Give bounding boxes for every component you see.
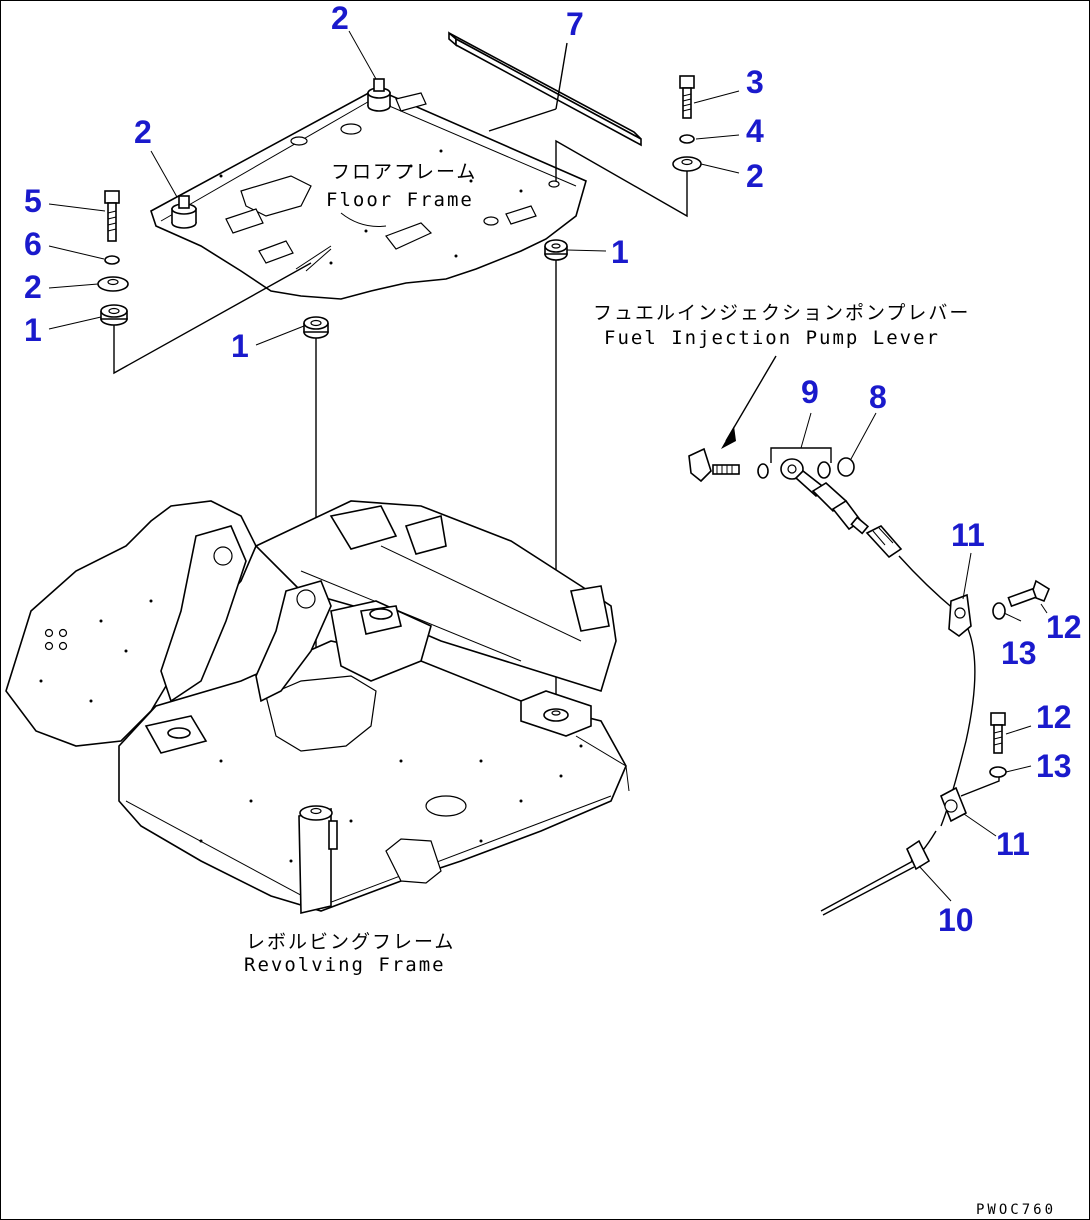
callout-9: 9 <box>801 374 819 410</box>
callout-8: 8 <box>869 379 887 415</box>
plate-left <box>97 276 129 292</box>
floor-frame-label-jp: フロアフレーム <box>331 161 477 183</box>
cushion-mid <box>303 316 329 339</box>
washer-right <box>679 134 695 144</box>
fuel-lever-label-en: Fuel Injection Pump Lever <box>604 327 940 349</box>
cushion-left <box>100 304 128 326</box>
fuel-lever-arrow <box>721 426 736 449</box>
washer-13-top <box>992 602 1006 620</box>
clamp-11-top <box>948 593 972 638</box>
callout-13-bottom: 13 <box>1036 748 1072 784</box>
cushion-right <box>544 239 568 261</box>
mount-rubber-left <box>171 195 197 229</box>
callout-2-left: 2 <box>134 114 152 150</box>
drawing-code: PWOC760 <box>976 1202 1056 1218</box>
fuel-lever-label-jp: フュエルインジェクションポンプレバー <box>593 302 970 324</box>
bolt-left <box>104 190 120 242</box>
plate-right <box>672 156 702 172</box>
callout-12-top: 12 <box>1046 609 1082 645</box>
leader-lines <box>48 30 1048 902</box>
callout-3: 3 <box>746 64 764 100</box>
clamp-11-bottom <box>939 773 1000 823</box>
revolving-frame-label-jp: レボルビングフレーム <box>246 931 455 953</box>
bolt-right <box>679 75 695 119</box>
front-post <box>298 805 338 915</box>
callout-2-right: 2 <box>746 158 764 194</box>
bolt-12-bottom <box>990 712 1006 754</box>
callout-1-stack: 1 <box>24 312 42 348</box>
revolving-frame-label-en: Revolving Frame <box>244 954 446 976</box>
nut-8 <box>837 457 855 477</box>
group-bracket-9 <box>770 447 832 463</box>
washer-9a <box>757 463 769 479</box>
callout-11-top: 11 <box>951 517 985 553</box>
cable-end-10 <box>905 839 931 871</box>
callout-12-bottom: 12 <box>1036 699 1072 735</box>
callout-5: 5 <box>24 183 42 219</box>
fuel-lever-pointer <box>725 355 777 442</box>
bolt-12-top <box>1007 579 1051 608</box>
callout-7: 7 <box>566 6 584 42</box>
callout-4: 4 <box>746 113 764 149</box>
callout-1-right: 1 <box>611 234 629 270</box>
leader-right-bolt <box>555 139 688 218</box>
callout-10: 10 <box>938 902 974 938</box>
revolving-frame <box>5 500 630 915</box>
callout-1-mid: 1 <box>231 328 249 364</box>
washer-13-bottom <box>989 766 1007 778</box>
washer-left <box>104 255 120 265</box>
washer-9b <box>817 461 831 479</box>
mount-rubber-top <box>367 78 391 112</box>
floor-frame-label-en: Floor Frame <box>326 189 474 211</box>
floor-frame: フロアフレーム Floor Frame <box>150 78 587 300</box>
pump-lever <box>688 447 740 483</box>
callout-6: 6 <box>24 226 42 262</box>
cover-strip <box>448 31 642 147</box>
leader-left-stack <box>113 262 312 375</box>
callout-2-stack: 2 <box>24 269 42 305</box>
callout-13-top: 13 <box>1001 635 1037 671</box>
callout-2-top: 2 <box>331 1 349 36</box>
callout-11-bottom: 11 <box>996 826 1030 862</box>
